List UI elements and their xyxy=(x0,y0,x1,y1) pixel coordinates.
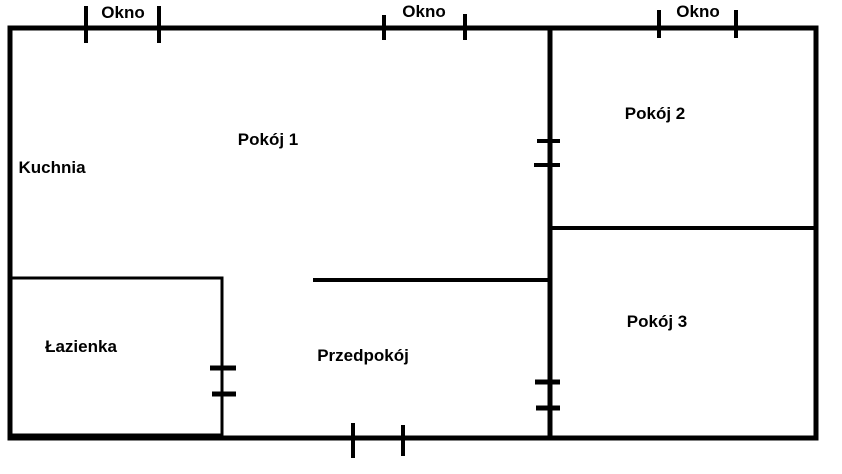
window-label: Okno xyxy=(676,2,720,21)
room-label-room2: Pokój 2 xyxy=(624,104,686,123)
door-room2 xyxy=(534,139,560,167)
room-label-bathroom: Łazienka xyxy=(45,337,117,356)
wall-bathroom xyxy=(10,276,224,438)
room-label-room1: Pokój 1 xyxy=(237,130,299,149)
window-label: Okno xyxy=(101,3,145,22)
room-label-room3: Pokój 3 xyxy=(626,312,688,331)
entrance-door xyxy=(351,423,405,458)
window-marks xyxy=(84,6,738,43)
door-room3 xyxy=(535,379,560,411)
door-bathroom xyxy=(210,365,236,397)
outer-wall xyxy=(7,25,819,441)
room-label-hallway: Przedpokój xyxy=(317,346,409,365)
window-label: Okno xyxy=(402,2,446,21)
room-label-kitchen: Kuchnia xyxy=(18,158,86,177)
